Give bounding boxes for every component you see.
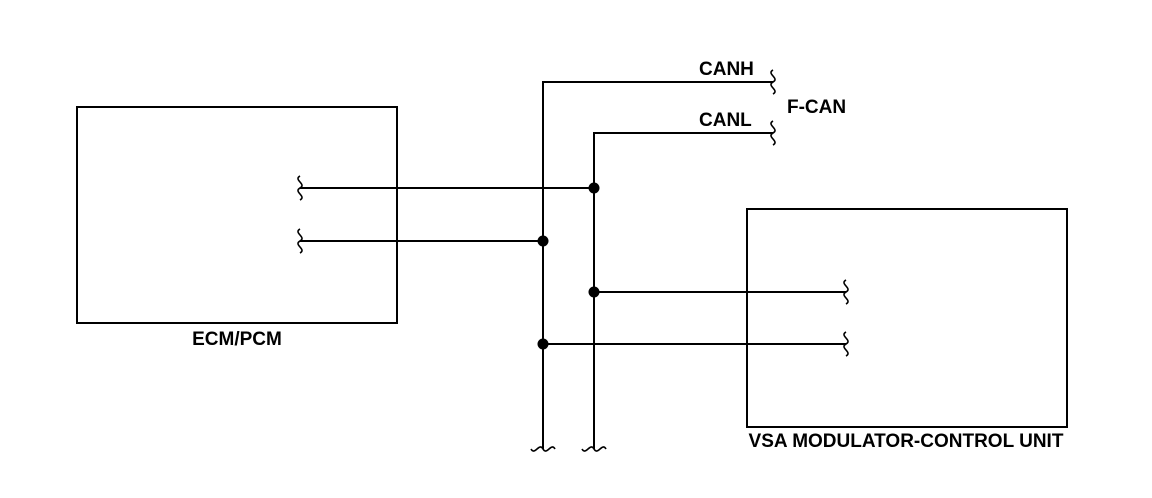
ecm-pcm-label: ECM/PCM	[192, 329, 282, 350]
break-mark-ecm-canl	[297, 175, 303, 201]
break-mark-canl-end	[770, 120, 776, 146]
vsa-box	[746, 208, 1068, 428]
fcan-label: F-CAN	[787, 97, 846, 118]
junction-dot-ecm-canh	[537, 235, 549, 247]
break-mark-canh-end	[770, 69, 776, 95]
junction-dot-vsa-canl	[588, 286, 600, 298]
break-mark-canl-bottom	[581, 446, 607, 452]
canh-label: CANH	[699, 59, 754, 80]
break-mark-vsa-canh	[843, 331, 849, 357]
break-mark-ecm-canh	[297, 228, 303, 254]
canh-bus-line	[542, 81, 773, 449]
break-mark-vsa-canl	[843, 279, 849, 305]
ecm-pcm-box	[76, 106, 398, 324]
break-mark-canh-bottom	[530, 446, 556, 452]
vsa-label: VSA MODULATOR-CONTROL UNIT	[749, 431, 1064, 452]
junction-dot-ecm-canl	[588, 182, 600, 194]
junction-dot-vsa-canh	[537, 338, 549, 350]
canl-label: CANL	[699, 110, 752, 131]
